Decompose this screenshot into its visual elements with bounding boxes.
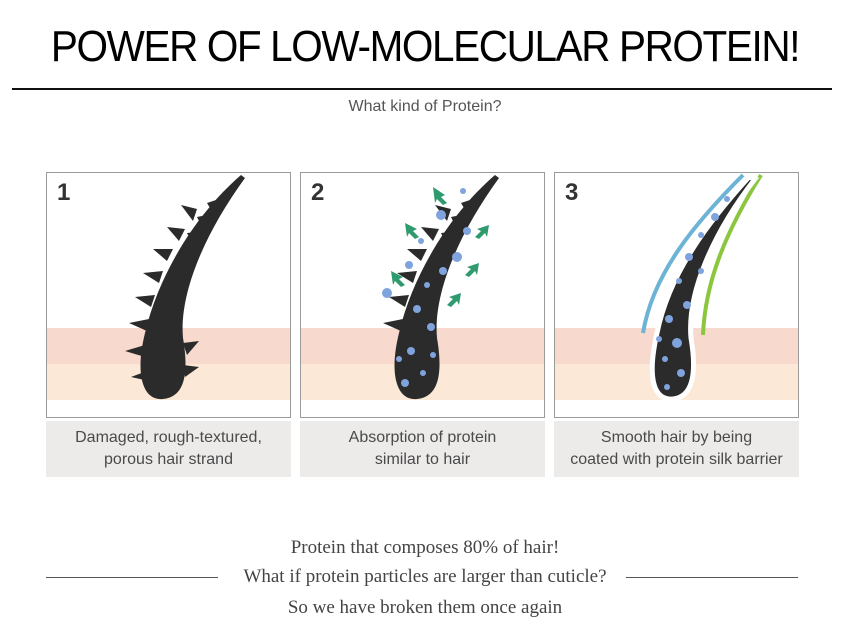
- absorption-illustration: [301, 175, 544, 400]
- caption-damaged-hair: Damaged, rough-textured, porous hair str…: [46, 421, 291, 477]
- panel-smooth-hair: 3: [554, 172, 799, 418]
- panel-damaged-hair: 1: [46, 172, 291, 418]
- barrier-green-line: [701, 173, 763, 336]
- barrier-blue-line: [641, 173, 745, 334]
- caption-line: similar to hair: [374, 451, 471, 468]
- cuticle-spikes: [125, 197, 225, 381]
- footer-line-2: What if protein particles are larger tha…: [243, 566, 607, 587]
- page-subtitle: What kind of Protein?: [348, 98, 502, 115]
- protein-particles: [382, 188, 471, 387]
- panel-protein-absorption: 2: [300, 172, 545, 418]
- page-title: POWER OF LOW-MOLECULAR PROTEIN!: [50, 22, 801, 71]
- panel-number: 2: [311, 179, 325, 206]
- damaged-hair-illustration: [47, 175, 290, 400]
- smooth-hair-illustration: [555, 173, 798, 402]
- caption-line: Absorption of protein: [348, 429, 497, 446]
- footer-rule-right: [626, 577, 798, 578]
- hair-strand-icon: [140, 175, 245, 400]
- cuticle-spikes: [383, 197, 479, 343]
- caption-line: Damaged, rough-textured,: [75, 429, 262, 446]
- footer-line-3: So we have broken them once again: [287, 597, 563, 618]
- panel-number: 3: [565, 179, 579, 206]
- caption-line: coated with protein silk barrier: [570, 451, 783, 468]
- caption-line: porous hair strand: [104, 451, 233, 468]
- caption-smooth-hair: Smooth hair by being coated with protein…: [554, 421, 799, 477]
- hair-strand-icon: [394, 175, 499, 400]
- footer-rule-left: [46, 577, 218, 578]
- protein-particles: [656, 196, 730, 390]
- absorption-arrow-icons: [391, 187, 489, 307]
- caption-line: Smooth hair by being: [600, 429, 753, 446]
- footer-line-1: Protein that composes 80% of hair!: [290, 537, 560, 558]
- title-divider: [12, 88, 832, 90]
- panel-number: 1: [57, 179, 71, 206]
- caption-protein-absorption: Absorption of protein similar to hair: [300, 421, 545, 477]
